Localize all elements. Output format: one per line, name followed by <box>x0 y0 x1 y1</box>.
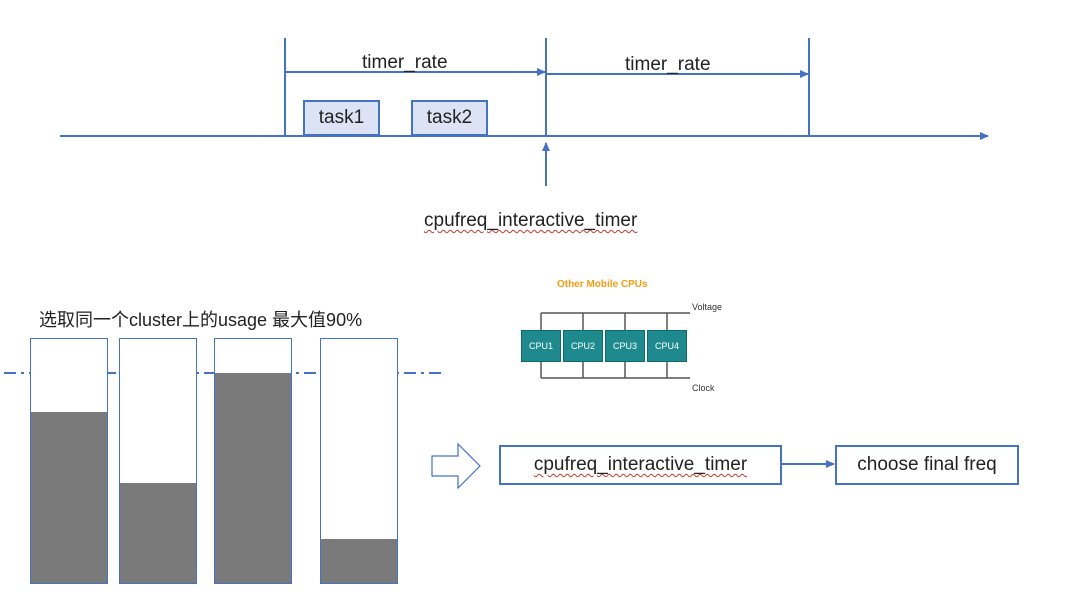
flow-box-timer: cpufreq_interactive_timer <box>499 445 782 485</box>
flow-box-final-freq: choose final freq <box>835 445 1019 485</box>
usage-bar-fill <box>215 373 291 583</box>
flow-box-final-freq-label: choose final freq <box>857 454 997 475</box>
hollow-right-arrow-icon <box>431 442 481 490</box>
flow-box-timer-label: cpufreq_interactive_timer <box>533 454 748 475</box>
usage-bar <box>119 338 197 584</box>
cpu-cell-4: CPU4 <box>647 330 687 362</box>
cpu-cell-3: CPU3 <box>605 330 645 362</box>
usage-bar-fill <box>120 482 196 583</box>
usage-bar <box>320 338 398 584</box>
usage-bar-fill <box>31 412 107 583</box>
usage-caption: 选取同一个cluster上的usage 最大值90% <box>39 310 363 330</box>
cpu-cell-1: CPU1 <box>521 330 561 362</box>
usage-bar <box>214 338 292 584</box>
task-box-1: task1 <box>303 100 380 136</box>
timer-label: cpufreq_interactive_timer <box>424 210 638 231</box>
clock-label: Clock <box>692 383 715 393</box>
usage-bar <box>30 338 108 584</box>
timer-rate-label-2: timer_rate <box>625 54 711 75</box>
timer-rate-label-1: timer_rate <box>362 52 448 73</box>
voltage-label: Voltage <box>692 302 723 312</box>
mobile-cpus-title: Other Mobile CPUs <box>557 279 648 290</box>
usage-bar-fill <box>321 539 397 583</box>
task-box-2: task2 <box>411 100 488 136</box>
cpu-cell-2: CPU2 <box>563 330 603 362</box>
